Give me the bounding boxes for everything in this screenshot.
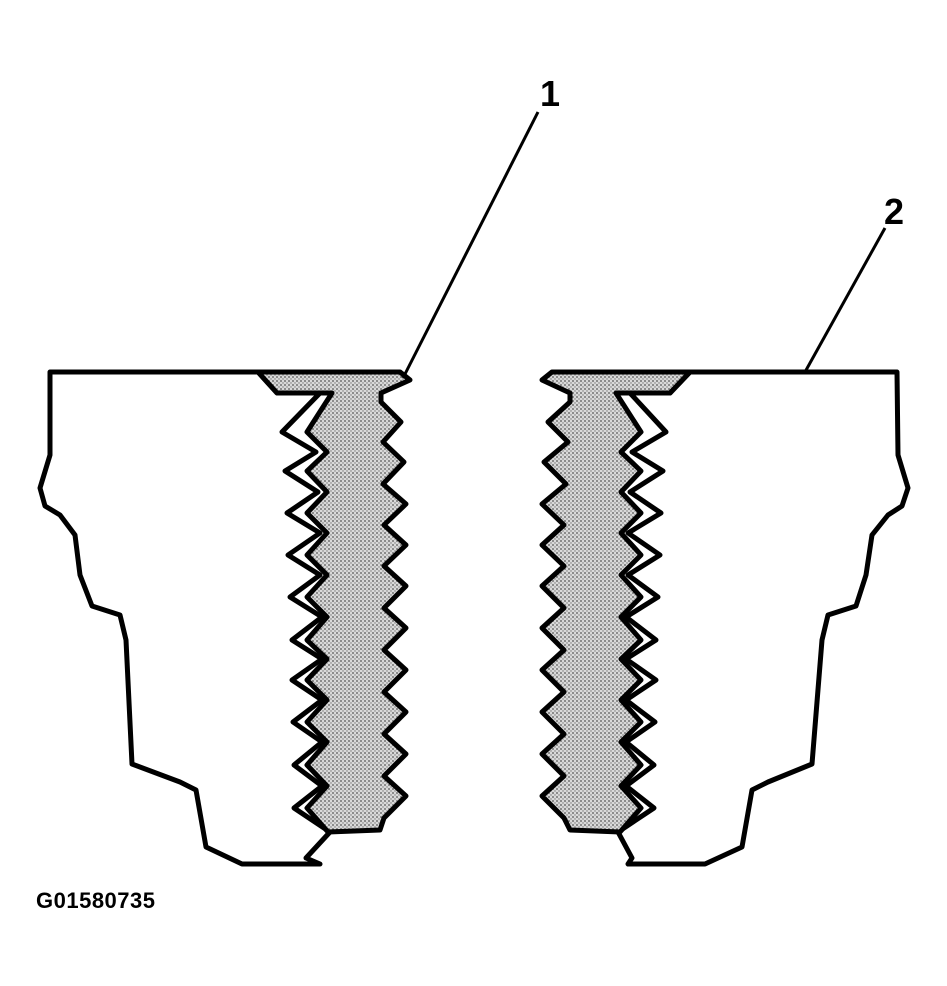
callout-1-number: 1	[540, 73, 560, 114]
housing-right-outline	[615, 369, 911, 867]
figure-id-label: G01580735	[36, 888, 156, 913]
housing-left-outline	[37, 369, 333, 867]
callout-2-leader	[803, 227, 887, 373]
callout-2-number: 2	[884, 191, 904, 232]
housing-left	[37, 369, 413, 867]
insert-right-body	[539, 369, 693, 835]
insert-left-body	[255, 369, 413, 835]
housing-right	[539, 369, 911, 867]
callout-1-leader	[401, 111, 540, 379]
